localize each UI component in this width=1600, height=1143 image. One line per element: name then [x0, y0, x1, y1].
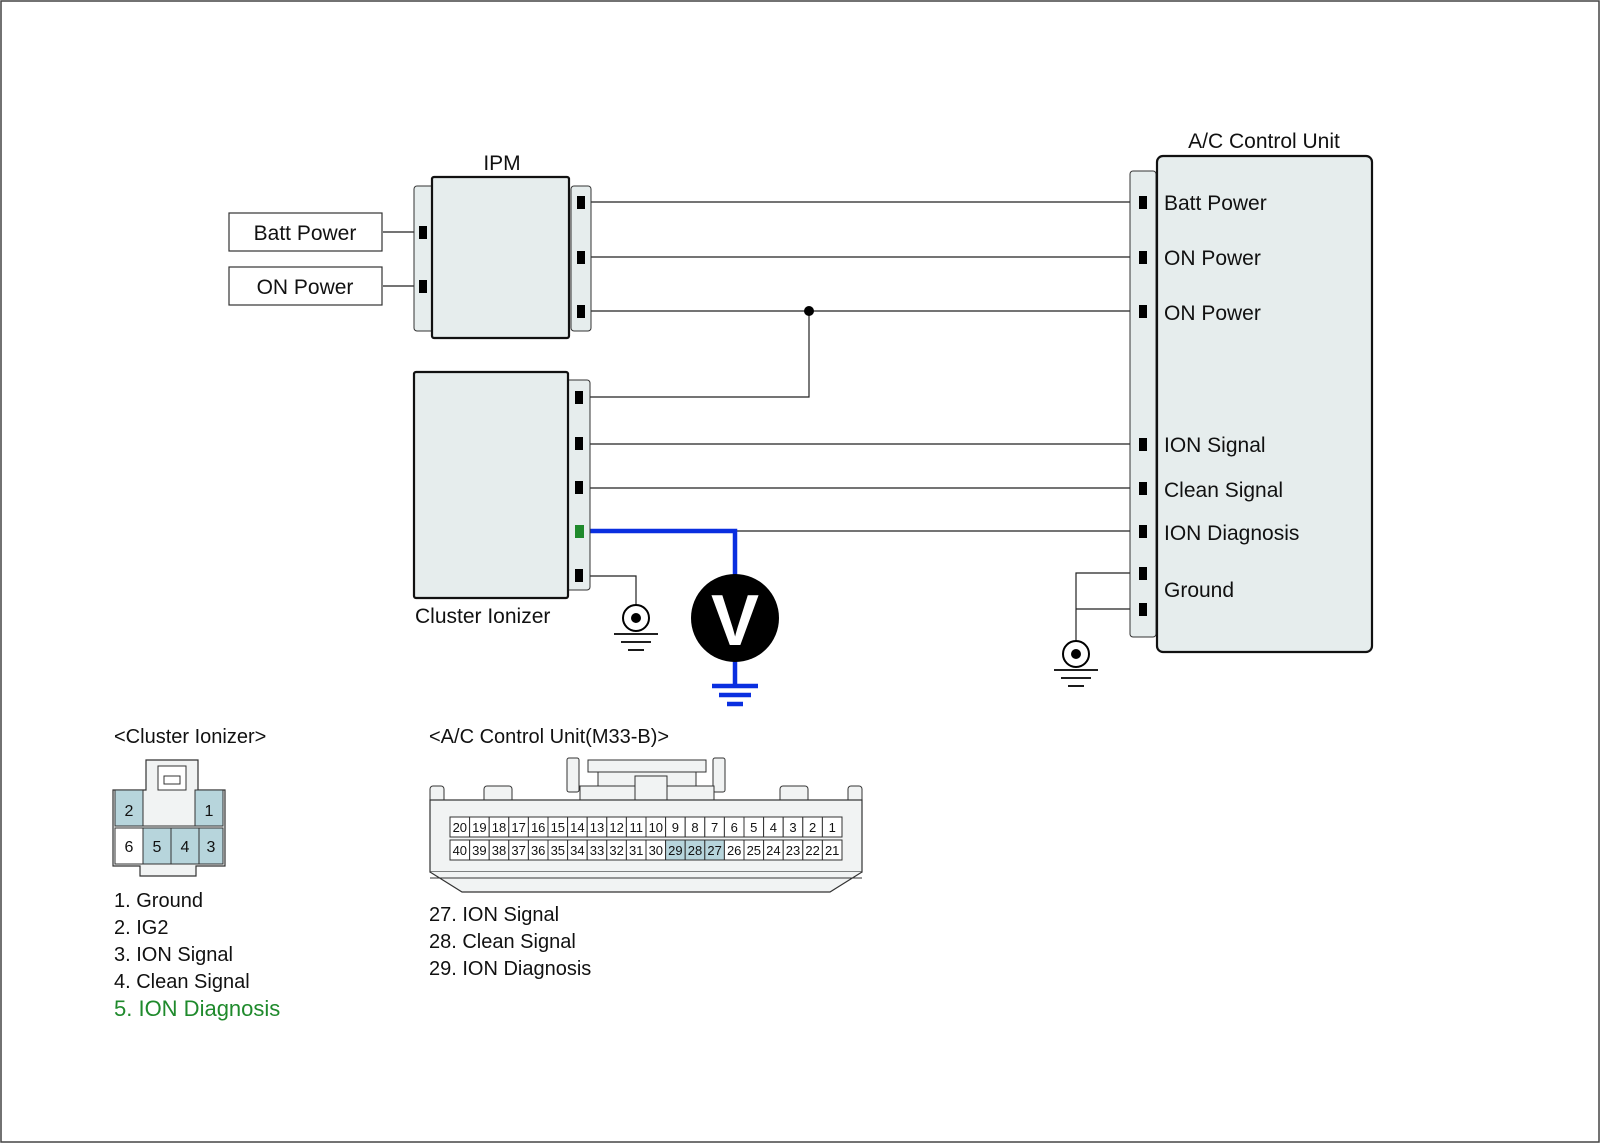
acu-pin-number: 5 [750, 820, 757, 835]
acu-pin-number: 32 [609, 843, 623, 858]
ground-icon [1054, 640, 1098, 687]
acu-pin-number: 35 [551, 843, 565, 858]
acu-pin-number: 26 [727, 843, 741, 858]
acu-connector-title: <A/C Control Unit(M33-B)> [429, 726, 669, 748]
cluster-pin-2: 2 [125, 803, 134, 820]
acu-pin-number: 30 [649, 843, 663, 858]
acu-pin-number: 38 [492, 843, 506, 858]
ground-icon [614, 604, 658, 651]
acu-pin-number: 13 [590, 820, 604, 835]
acu-pin-number: 6 [731, 820, 738, 835]
acu-pin-number: 2 [809, 820, 816, 835]
acu-pin-number: 15 [551, 820, 565, 835]
voltmeter-symbol: V [711, 581, 759, 661]
splice-dot [804, 306, 814, 316]
acu-pin-number: 17 [511, 820, 525, 835]
cluster-pin-3: 3 [207, 839, 216, 856]
acu-pin-number: 4 [770, 820, 777, 835]
acu-pin-number: 31 [629, 843, 643, 858]
legend-item: 3. ION Signal [114, 944, 233, 966]
acu-pin-number: 39 [472, 843, 486, 858]
legend-item: 1. Ground [114, 890, 203, 912]
acu-pin-cell [821, 816, 843, 838]
acu-pin-number: 37 [511, 843, 525, 858]
acu-pin-number: 40 [453, 843, 467, 858]
cluster-pin-1: 1 [205, 803, 214, 820]
acu-pin-number: 22 [805, 843, 819, 858]
acu-pin-number: 21 [825, 843, 839, 858]
acu-pin-number: 16 [531, 820, 545, 835]
acu-pin-number: 12 [609, 820, 623, 835]
acu-pin-number: 3 [789, 820, 796, 835]
acu-pin-label: ION Signal [1164, 434, 1266, 457]
acu-pin-number: 8 [691, 820, 698, 835]
acu-pin-number: 18 [492, 820, 506, 835]
diagnosis-pin [575, 525, 584, 538]
acu-pin-label: ON Power [1164, 247, 1261, 270]
acu-pin-number: 24 [766, 843, 780, 858]
acu-pin-number: 27 [707, 843, 721, 858]
acu-pin-number: 36 [531, 843, 545, 858]
acu-pin-cell [821, 839, 843, 861]
acu-pin-number: 33 [590, 843, 604, 858]
acu-pin-number: 20 [453, 820, 467, 835]
acu-pin-number: 11 [629, 820, 643, 835]
cluster-connector-title: <Cluster Ionizer> [114, 726, 266, 748]
ipm-input-label: ON Power [257, 276, 354, 299]
ipm-input-batt-power: Batt Power [228, 212, 383, 252]
acu-pin-label: Ground [1164, 579, 1234, 602]
legend-item: 28. Clean Signal [429, 931, 576, 953]
cluster-pin-4: 4 [181, 839, 190, 856]
cluster-connector: <Cluster Ionizer> 2 1 6 5 4 3 [112, 726, 266, 877]
cluster-pin-5: 5 [153, 839, 162, 856]
voltmeter-icon: V [691, 574, 779, 662]
cluster-legend: 1. Ground 2. IG2 3. ION Signal 4. Clean … [114, 890, 280, 1021]
acu-pin-label: Clean Signal [1164, 479, 1283, 502]
cluster-pin-6: 6 [125, 839, 134, 856]
acu-pin-number: 9 [672, 820, 679, 835]
acu-pin-label: Batt Power [1164, 192, 1267, 215]
acu-pin-number: 25 [747, 843, 761, 858]
acu-pin-number: 29 [668, 843, 682, 858]
probe-wire [584, 528, 758, 707]
legend-item: 2. IG2 [114, 917, 168, 939]
ipm-module: IPM [413, 152, 592, 340]
acu-pin-number: 34 [570, 843, 584, 858]
wires [383, 201, 1142, 645]
ipm-title: IPM [483, 152, 520, 175]
acu-pin-label: ION Diagnosis [1164, 522, 1299, 545]
legend-item: 29. ION Diagnosis [429, 958, 591, 980]
acu-pin-number: 23 [786, 843, 800, 858]
acu-pin-number: 10 [649, 820, 663, 835]
cluster-ionizer-module: Cluster Ionizer [412, 370, 591, 628]
acu-pin-number: 28 [688, 843, 702, 858]
ipm-input-label: Batt Power [254, 222, 357, 245]
legend-item: 4. Clean Signal [114, 971, 250, 993]
acu-pin-number: 14 [570, 820, 584, 835]
legend-item: 27. ION Signal [429, 904, 559, 926]
acu-pin-number: 19 [472, 820, 486, 835]
cluster-ionizer-title: Cluster Ionizer [415, 605, 550, 628]
acu-legend: 27. ION Signal 28. Clean Signal 29. ION … [429, 904, 591, 980]
acu-pin-number: 1 [829, 820, 836, 835]
acu-pin-label: ON Power [1164, 302, 1261, 325]
acu-pin-number: 7 [711, 820, 718, 835]
ipm-input-on-power: ON Power [228, 266, 383, 306]
ac-control-unit-title: A/C Control Unit [1188, 130, 1340, 153]
ac-control-unit-module: A/C Control Unit Batt Power ON Power ON … [1129, 130, 1374, 654]
legend-item-highlighted: 5. ION Diagnosis [114, 996, 280, 1021]
